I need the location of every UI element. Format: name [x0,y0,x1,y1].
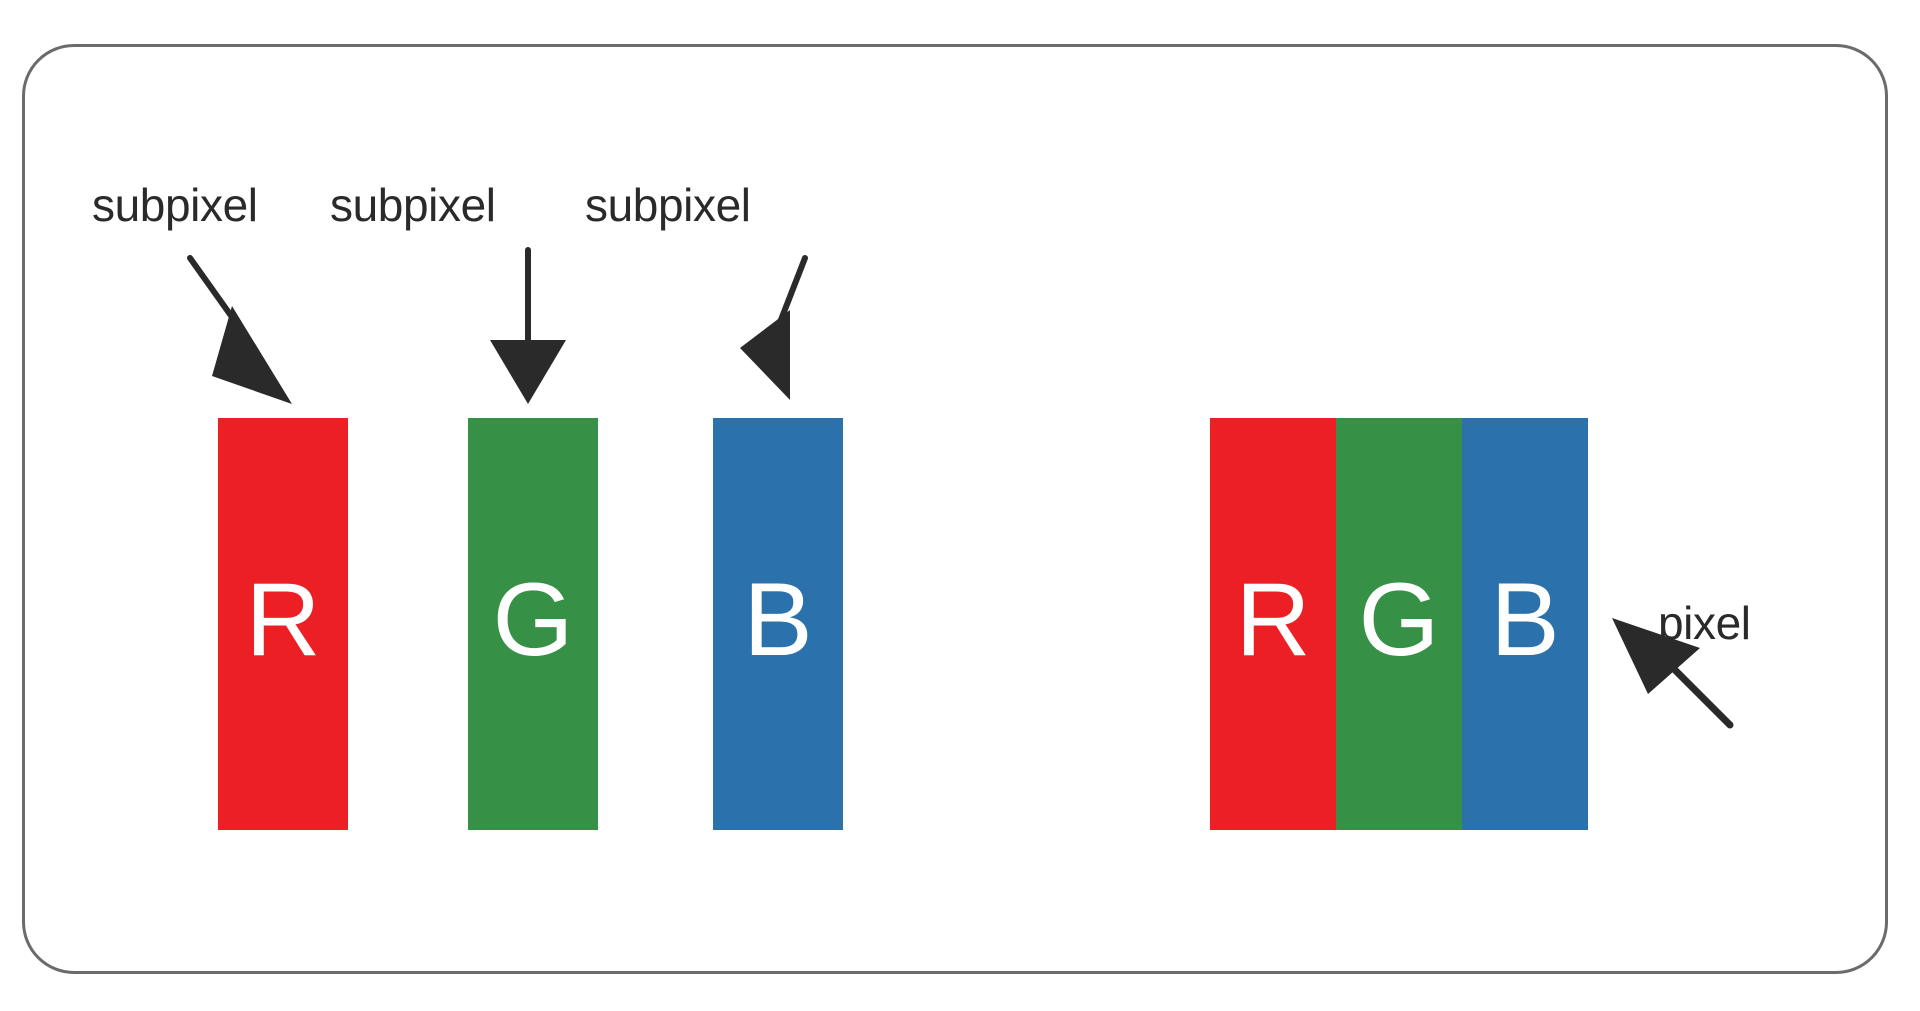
pixel-stripe-green: G [1336,418,1462,830]
pixel-label: pixel [1658,597,1751,649]
subpixel-label-green: subpixel [330,179,496,231]
subpixel-bar-green: G [468,418,598,830]
subpixel-bar-red: R [218,418,348,830]
pixel-letter-blue: B [1490,562,1560,678]
subpixel-bar-blue: B [713,418,843,830]
subpixel-letter-green: G [492,562,574,678]
subpixel-label-red: subpixel [92,179,258,231]
subpixel-letter-blue: B [743,562,813,678]
pixel-letter-red: R [1235,562,1311,678]
pixel-stripe-red: R [1210,418,1336,830]
pixel-stripe-blue: B [1462,418,1588,830]
subpixel-letter-red: R [245,562,321,678]
pixel-letter-green: G [1358,562,1440,678]
pixel-group: R G B [1210,418,1588,830]
subpixel-label-blue: subpixel [585,179,751,231]
